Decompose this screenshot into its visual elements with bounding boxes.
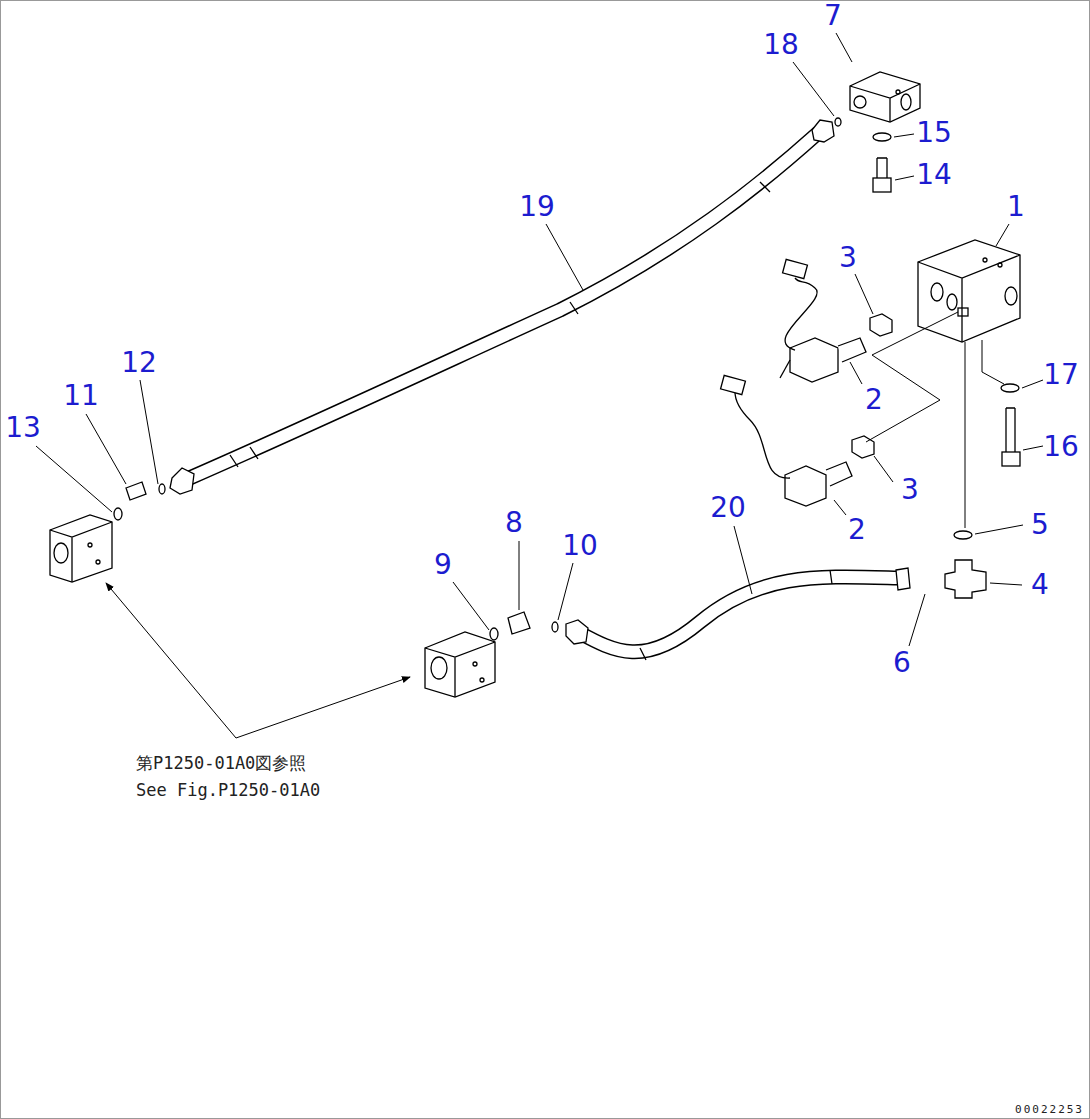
- fitting: [945, 560, 986, 598]
- hose-fitting: [896, 568, 910, 590]
- nut: [870, 314, 892, 336]
- wire: [785, 278, 817, 350]
- callout-number: 2: [865, 386, 883, 414]
- note-text: See Fig.P1250-01A0: [136, 782, 320, 799]
- wire: [780, 360, 790, 378]
- port: [431, 657, 447, 679]
- callout-number: 15: [916, 119, 952, 147]
- bolt: [1006, 408, 1015, 452]
- fitting: [508, 612, 530, 634]
- valve-block-edge: [425, 642, 495, 697]
- valve-block-edge: [918, 255, 1020, 342]
- callout-number: 9: [434, 551, 452, 579]
- washer: [1001, 384, 1019, 392]
- callout-number: 18: [763, 31, 799, 59]
- hole: [983, 258, 987, 262]
- solenoid-stem: [826, 462, 852, 486]
- o-ring: [835, 118, 841, 126]
- valve-block: [425, 632, 495, 697]
- callout-number: 2: [848, 516, 866, 544]
- valve-block: [50, 515, 112, 582]
- hose: [185, 133, 818, 480]
- note-text: 第P1250-01A0図参照: [136, 755, 306, 772]
- o-ring: [552, 622, 558, 632]
- bolt-head: [1002, 452, 1020, 466]
- callout-number: 11: [63, 382, 99, 410]
- callout-number: 17: [1043, 361, 1079, 389]
- drawing-number: 00022253: [1015, 1104, 1084, 1115]
- o-ring: [954, 531, 972, 539]
- bolt-head: [873, 178, 891, 192]
- callout-number: 4: [1031, 571, 1049, 599]
- hose: [185, 133, 818, 480]
- hose-band: [230, 182, 770, 467]
- hose-fitting: [566, 620, 588, 644]
- hose: [578, 577, 898, 652]
- hole: [480, 678, 484, 682]
- hose-band: [640, 570, 832, 660]
- connector: [783, 259, 808, 278]
- hole: [96, 560, 100, 564]
- port: [947, 294, 957, 310]
- solenoid: [785, 466, 826, 506]
- hole: [88, 543, 92, 547]
- assembly-line: [982, 340, 1004, 384]
- solenoid: [790, 338, 838, 382]
- hose-fitting: [170, 468, 194, 494]
- callout-number: 7: [824, 2, 842, 30]
- washer: [873, 133, 891, 141]
- leader-lines: [36, 33, 1043, 738]
- callout-number: 3: [901, 476, 919, 504]
- callout-number: 1: [1007, 193, 1025, 221]
- callout-number: 19: [519, 193, 555, 221]
- callout-number: 6: [893, 649, 911, 677]
- hose: [578, 577, 898, 652]
- valve-block: [918, 240, 1020, 342]
- o-ring: [159, 484, 165, 494]
- valve-block: [850, 72, 920, 122]
- hole: [473, 662, 477, 666]
- valve-block-edge: [850, 84, 920, 122]
- callout-number: 16: [1043, 433, 1079, 461]
- port: [54, 543, 68, 563]
- hole: [896, 90, 900, 94]
- hose-fitting: [812, 120, 834, 142]
- o-ring: [490, 628, 498, 640]
- connector: [721, 375, 746, 394]
- assembly-line: [965, 342, 966, 528]
- callout-number: 5: [1031, 511, 1049, 539]
- callout-number: 10: [562, 532, 598, 560]
- hole: [998, 263, 1002, 267]
- callout-number: 20: [710, 494, 746, 522]
- port: [931, 283, 943, 301]
- callout-number: 13: [5, 414, 41, 442]
- fitting: [126, 482, 146, 500]
- wire: [735, 392, 790, 478]
- port: [1005, 287, 1017, 305]
- callout-number: 14: [916, 161, 952, 189]
- callout-number: 3: [839, 244, 857, 272]
- port: [958, 308, 968, 316]
- solenoid-stem: [838, 338, 866, 362]
- assembly-line: [866, 312, 958, 442]
- valve-block-edge: [50, 522, 112, 582]
- o-ring: [114, 508, 122, 520]
- callout-number: 8: [505, 509, 523, 537]
- bolt: [877, 158, 887, 178]
- port: [901, 94, 911, 110]
- port: [854, 96, 866, 108]
- callout-number: 12: [121, 349, 157, 377]
